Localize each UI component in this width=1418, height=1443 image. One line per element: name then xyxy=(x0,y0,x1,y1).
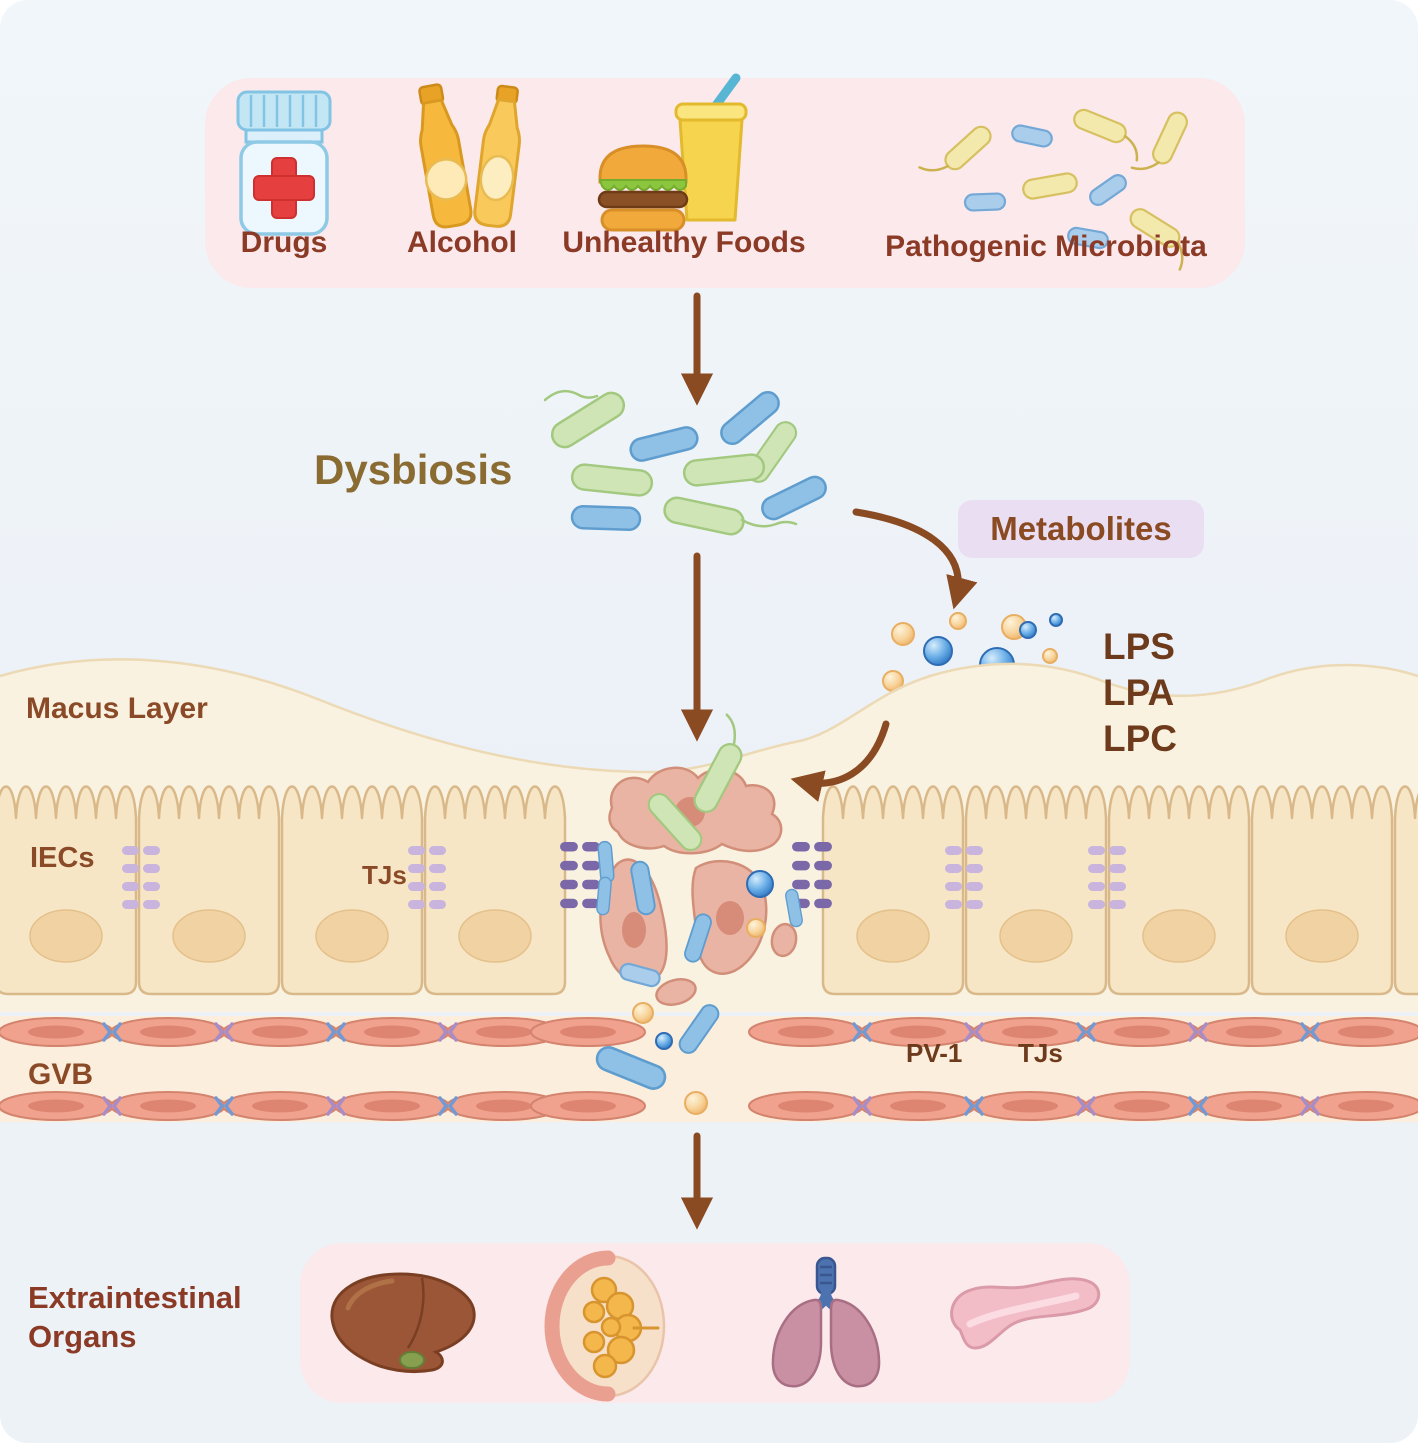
lpa-label: LPA xyxy=(1103,672,1175,713)
tjs-gvb-label: TJs xyxy=(1018,1038,1063,1068)
mucus-layer-label: Macus Layer xyxy=(26,692,208,725)
lps-label: LPS xyxy=(1103,626,1175,667)
iec-cell xyxy=(1107,785,1251,996)
arrow-dysbiosis-to-metabolites xyxy=(852,508,978,610)
drugs-icon xyxy=(236,90,332,236)
gvb-label: GVB xyxy=(28,1058,94,1091)
iecs-label: IECs xyxy=(30,842,95,874)
arrow-metabolites-to-barrier xyxy=(790,720,890,802)
lpc-label: LPC xyxy=(1103,718,1177,759)
metabolites-label: Metabolites xyxy=(990,510,1172,547)
gvb-translocation xyxy=(592,1000,723,1115)
metabolites-box: Metabolites xyxy=(958,500,1204,558)
pathogenic-microbiota-icon xyxy=(918,105,1192,271)
iec-cell xyxy=(137,785,281,996)
drink-icon xyxy=(674,73,748,222)
iec-cell xyxy=(964,785,1108,996)
tjs-label: TJs xyxy=(362,860,407,890)
breast-lobules xyxy=(582,1276,643,1379)
alcohol-icon xyxy=(418,83,521,229)
red-cross-icon xyxy=(253,157,315,219)
mucus-layer-edge xyxy=(0,658,1418,774)
breast-icon xyxy=(544,1250,666,1402)
gvb-band xyxy=(0,1000,1418,1122)
drugs-label: Drugs xyxy=(240,226,328,259)
lungs-icon xyxy=(771,1256,881,1388)
iec-cell xyxy=(821,785,965,996)
burger-icon xyxy=(597,144,689,232)
pathogenic-microbiota-label: Pathogenic Microbiota xyxy=(885,230,1207,263)
dysbiosis-label: Dysbiosis xyxy=(314,446,513,493)
iec-cell xyxy=(1250,785,1394,996)
iec-cell xyxy=(1393,785,1418,996)
translocating-bacteria xyxy=(595,713,804,990)
unhealthy-foods-label: Unhealthy Foods xyxy=(562,226,806,259)
unhealthy-foods-icon xyxy=(597,73,748,232)
dysbiosis-bacteria-cluster xyxy=(543,386,831,538)
extraintestinal-organs-label-line1: Extraintestinal xyxy=(28,1280,242,1315)
alcohol-label: Alcohol xyxy=(407,226,517,259)
pv1-label: PV-1 xyxy=(906,1038,963,1068)
iec-cell xyxy=(423,785,567,996)
liver-icon xyxy=(330,1272,476,1374)
iec-cell xyxy=(0,785,138,996)
extraintestinal-organs-label-line2: Organs xyxy=(28,1319,137,1354)
pancreas-icon xyxy=(950,1277,1101,1350)
